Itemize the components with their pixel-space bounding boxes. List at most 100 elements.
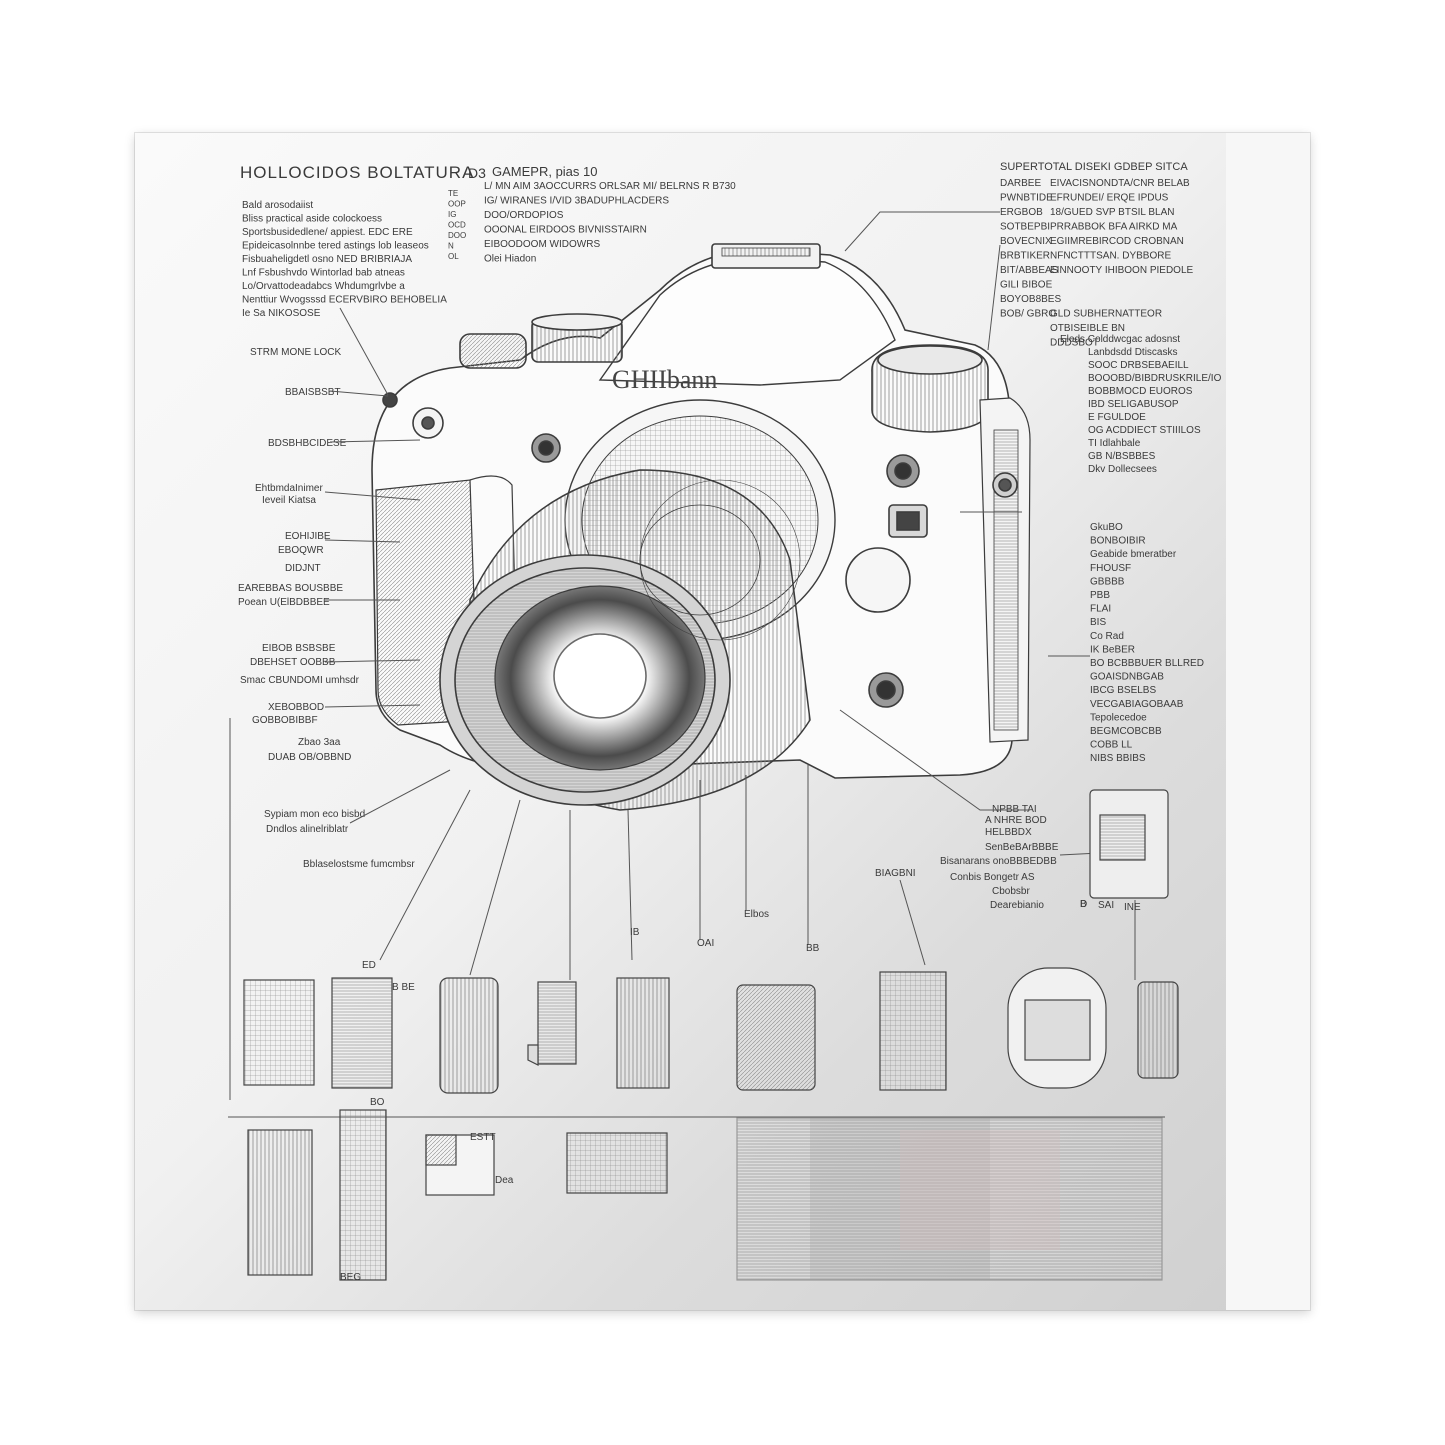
- right-low-note: PBB: [1090, 590, 1110, 601]
- right-low-note: BEGMCOBCBB: [1090, 726, 1162, 737]
- part-tag: Dea: [495, 1175, 514, 1186]
- right-callout-label: Dearebianio: [990, 900, 1044, 911]
- spec-key: BRBTIKER: [1000, 251, 1050, 262]
- part-tag: B: [1080, 899, 1087, 910]
- left-callout-label: Zbao 3aa: [298, 737, 341, 748]
- left-callout-label: EhtbmdaInimer: [255, 483, 323, 494]
- diagram-title-tail: GAMEPR, pias 10: [492, 164, 598, 179]
- part-tag: IB: [630, 927, 640, 938]
- center-side-label: DOO: [448, 231, 466, 240]
- center-side-label: OOP: [448, 200, 466, 209]
- part-6: [879, 971, 947, 1091]
- right-callout-label: SenBeBArBBBE: [985, 842, 1059, 853]
- center-line: L/ MN AIM 3AOCCURRS ORLSAR MI/ BELRNS R …: [484, 181, 736, 192]
- right-mid-note: TI Idlahbale: [1088, 438, 1141, 449]
- intro-line: Lo/Orvattodeadabcs Whdumgrlvbe a: [242, 281, 405, 292]
- spec-value: NFNCTTTSAN. DYBBORE: [1050, 251, 1171, 262]
- right-low-note: BO BCBBBUER BLLRED: [1090, 658, 1204, 669]
- intro-line: Sportsbusidedlene/ appiest. EDC ERE: [242, 227, 413, 238]
- left-callout-label: XEBOBBOD: [268, 702, 324, 713]
- part-tag: ED: [362, 960, 376, 971]
- center-side-label: IG: [448, 210, 456, 219]
- right-low-note: BONBOIBIR: [1090, 536, 1146, 547]
- right-low-note: IK BeBER: [1090, 644, 1135, 655]
- right-low-note: COBB LL: [1090, 740, 1133, 751]
- canvas-frame-edge: [1226, 133, 1310, 1310]
- spec-value: GLD SUBHERNATTEOR: [1050, 309, 1162, 320]
- center-side-label: TE: [448, 189, 458, 198]
- part-5: [736, 984, 816, 1091]
- intro-line: Bald arosodaiist: [242, 200, 313, 211]
- left-callout-label: Sypiam mon eco bisbd: [264, 809, 365, 820]
- center-line: IG/ WIRANES I/VID 3BADUPHLACDERS: [484, 196, 669, 207]
- center-side-label: OCD: [448, 221, 466, 230]
- center-text-block: L/ MN AIM 3AOCCURRS ORLSAR MI/ BELRNS R …: [448, 181, 736, 265]
- right-mid-note: OG ACDDIECT STIIILOS: [1088, 425, 1201, 436]
- right-callout-label: A NHRE BOD: [985, 815, 1047, 826]
- part-tag: BO: [370, 1097, 385, 1108]
- right-callout-label: Conbis Bongetr AS: [950, 872, 1035, 883]
- left-callout-label: Smac CBUNDOMI umhsdr: [240, 675, 360, 686]
- spec-value: EINNOOTY IHIBOON PIEDOLE: [1050, 265, 1194, 276]
- intro-line: Fisbuaheligdetl osno NED BRIBRIAJA: [242, 254, 412, 265]
- intro-line: Ie Sa NIKOSOSE: [242, 308, 321, 319]
- part-tag: BEG: [340, 1272, 361, 1283]
- right-column-title: SUPERTOTAL DISEKI GDBEP SITCA: [1000, 161, 1188, 173]
- brand-logo: GHIIbann: [612, 365, 717, 394]
- right-low-note: BIS: [1090, 617, 1106, 628]
- release-knob: [459, 333, 527, 369]
- spec-table-grid: [736, 1117, 1163, 1281]
- right-mid-note: BOOOBD/BIBDRUSKRILE/IO: [1088, 373, 1222, 384]
- right-mid-note: SOOC DRBSEBAEILL: [1088, 360, 1189, 371]
- spec-key: BOYOB8BES: [1000, 294, 1061, 305]
- right-low-note: Tepolecedoe: [1090, 712, 1147, 723]
- left-callouts: STRM MONE LOCKBBAISBSBTBDSBHBCIDESEEhtbm…: [238, 347, 415, 870]
- spec-key: BOB/ GBRO: [1000, 309, 1056, 320]
- left-callout-label: Poean U(ElBDBBEE: [238, 597, 330, 608]
- left-callout-label: EBOQWR: [278, 545, 324, 556]
- part-3: [537, 981, 577, 1065]
- right-mid-note: Dkv Dollecsees: [1088, 464, 1157, 475]
- left-callout-label: Bblaselostsme fumcmbsr: [303, 859, 415, 870]
- left-callout-label: DUAB OB/OBBND: [268, 752, 351, 763]
- center-line: EIBOODOOM WIDOWRS: [484, 239, 600, 250]
- part-tag: SAI: [1098, 900, 1114, 911]
- intro-line: Bliss practical aside colockoess: [242, 214, 382, 225]
- part-1b: [331, 977, 393, 1089]
- spec-key: BOVECNIX: [1000, 236, 1052, 247]
- center-line: DOO/ORDOPIOS: [484, 210, 564, 221]
- center-line: OOONAL EIRDOOS BIVNISSTAIRN: [484, 225, 647, 236]
- part-1a: [243, 979, 315, 1086]
- left-callout-label: STRM MONE LOCK: [250, 347, 341, 358]
- part-tag: BB: [806, 943, 820, 954]
- pentaprism: [598, 257, 896, 386]
- spec-value: DDDSBOT: [1050, 338, 1099, 349]
- right-callout-label: HELBBDX: [985, 827, 1032, 838]
- center-side-label: N: [448, 242, 454, 251]
- left-callout-label: DBEHSET OOBBB: [250, 657, 336, 668]
- right-mid-note: Eleds Colddwcgac adosnst: [1060, 334, 1180, 345]
- part-11: [339, 1109, 387, 1281]
- camera-illustration: GHIIbann 17: [371, 243, 1031, 811]
- parts-row-1: [243, 789, 1179, 1094]
- spec-key: SOTBEPBI: [1000, 222, 1050, 233]
- spec-key: BIT/ABBEAS: [1000, 265, 1059, 276]
- right-low-note: GBBBB: [1090, 576, 1125, 587]
- leader-lines: [228, 211, 1165, 1118]
- right-low-note: Geabide bmeratber: [1090, 549, 1177, 560]
- left-callout-label: Ieveil Kiatsa: [262, 495, 316, 506]
- right-callout-label: BIAGBNI: [875, 868, 916, 879]
- left-callout-label: BBAISBSBT: [285, 387, 341, 398]
- spec-key: GILI BIBOE: [1000, 280, 1053, 291]
- right-low-note: NIBS BBIBS: [1090, 753, 1146, 764]
- spec-value: OTBISEIBLE BN: [1050, 323, 1125, 334]
- part-tag: D: [1080, 899, 1087, 910]
- intro-line: Lnf Fsbushvdo Wintorlad bab atneas: [242, 268, 405, 279]
- right-low-note: GkuBO: [1090, 522, 1123, 533]
